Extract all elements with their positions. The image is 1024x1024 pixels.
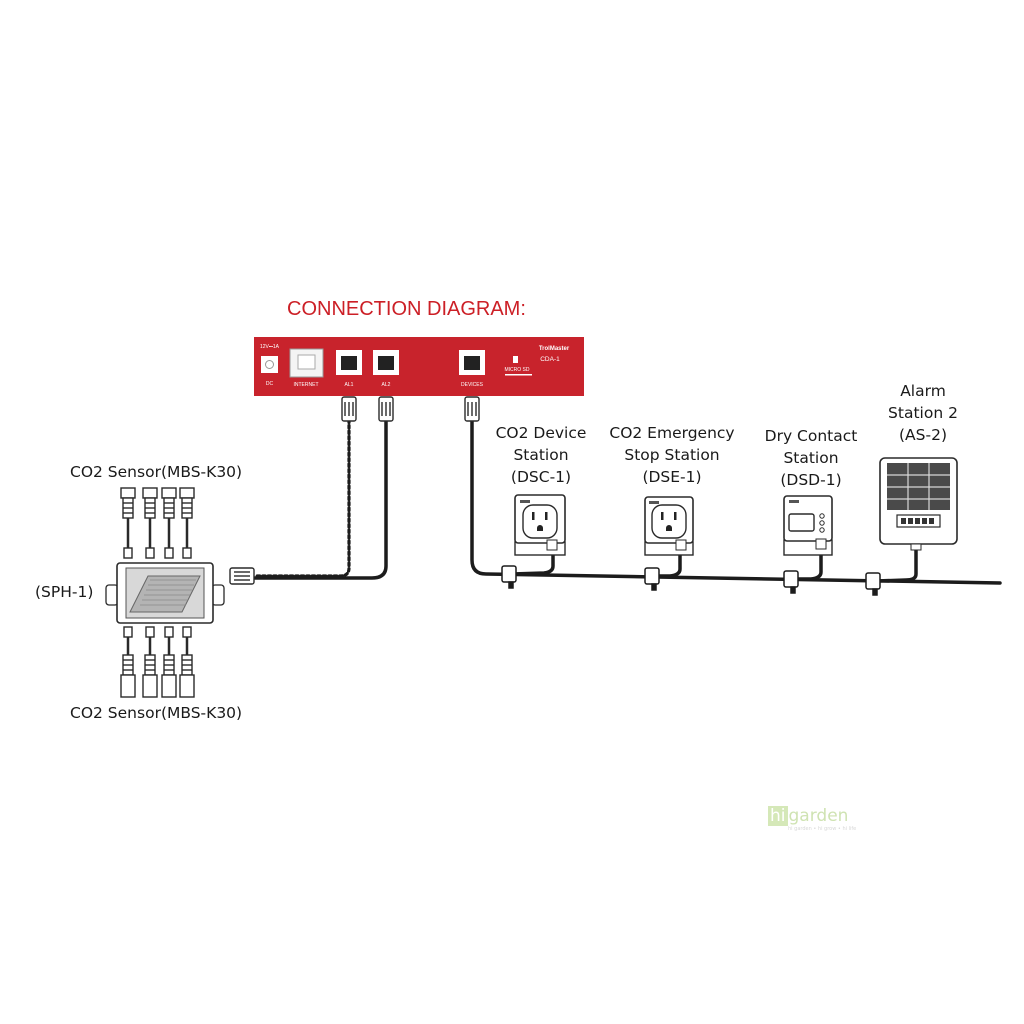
station-as-2-device <box>879 457 958 551</box>
cables <box>253 418 1002 585</box>
station-dsc-label: CO2 Device Station (DSC-1) <box>486 422 596 488</box>
station-as2-label: Alarm Station 2 (AS-2) <box>873 380 973 446</box>
devices-port-label: DEVICES <box>461 382 484 388</box>
bus-splitters <box>501 565 881 596</box>
controller-model: CDA-1 <box>540 356 560 363</box>
station-dsd-line2: Station <box>783 449 839 467</box>
station-dsc-line2: Station <box>513 446 569 464</box>
devices-plug <box>464 396 480 422</box>
top-sensors <box>120 487 195 559</box>
splitter-2 <box>644 567 660 585</box>
controller-cda-1: 12V⎓1A DC INTERNET AL1 AL2 DEVICES MICRO… <box>254 337 584 396</box>
al2-cable <box>253 418 388 580</box>
station-as2-line2: Station 2 <box>888 404 958 422</box>
devices-cable <box>470 418 1002 585</box>
dsc-drop <box>510 550 555 576</box>
station-as2-line3: (AS-2) <box>899 426 947 444</box>
watermark-prefix: hi <box>768 806 788 826</box>
station-dsc-line3: (DSC-1) <box>510 468 572 486</box>
dse-drop <box>653 550 682 578</box>
watermark-tagline: hi garden • hi grow • hi life <box>788 826 857 832</box>
station-dsc-1-device <box>514 494 566 556</box>
station-dse-line2: Stop Station <box>624 446 720 464</box>
station-dsc-line1: CO2 Device <box>495 424 587 442</box>
sensor-top-4 <box>179 487 195 559</box>
station-dse-line1: CO2 Emergency <box>609 424 735 442</box>
sensor-bottom-2 <box>142 626 158 698</box>
micro-sd-slot <box>513 356 518 363</box>
station-dsd-1-device <box>783 495 833 556</box>
hub-label: (SPH-1) <box>35 583 94 601</box>
al2-port-label: AL2 <box>382 382 391 388</box>
dc-port <box>261 356 278 373</box>
controller-brand: TrolMaster <box>539 346 570 352</box>
bottom-sensors <box>120 626 195 698</box>
al2-plug <box>378 396 394 422</box>
power-rating-label: 12V⎓1A <box>260 344 280 350</box>
sensor-bottom-3 <box>161 626 177 698</box>
station-dse-1-device <box>644 496 694 556</box>
micro-sd-label: MICRO SD <box>505 367 530 373</box>
station-dsd-line3: (DSD-1) <box>780 471 842 489</box>
sensor-top-1 <box>120 487 136 559</box>
sensor-hub-sph-1 <box>105 487 225 698</box>
hub-plug <box>229 567 255 585</box>
sensor-top-3 <box>161 487 177 559</box>
splitter-1 <box>501 565 517 583</box>
station-as2-line1: Alarm <box>900 382 946 400</box>
diagram-title: CONNECTION DIAGRAM: <box>287 298 526 320</box>
al1-port-label: AL1 <box>345 382 354 388</box>
dc-port-label: DC <box>266 381 274 387</box>
internet-port-label: INTERNET <box>294 382 319 388</box>
as2-drop <box>875 543 918 583</box>
sensor-bottom-label: CO2 Sensor(MBS-K30) <box>70 704 243 722</box>
sensor-top-2 <box>142 487 158 559</box>
station-dsd-line1: Dry Contact <box>764 427 858 445</box>
station-dse-line3: (DSE-1) <box>642 468 702 486</box>
splitter-4 <box>865 572 881 590</box>
station-dsd-label: Dry Contact Station (DSD-1) <box>756 425 866 491</box>
dsd-drop <box>791 550 823 581</box>
al1-plug <box>341 396 357 422</box>
watermark-suffix: garden <box>788 806 849 826</box>
rj-plugs <box>229 396 480 585</box>
sensor-bottom-1 <box>120 626 136 698</box>
splitter-3 <box>783 570 799 588</box>
al1-cable <box>253 418 351 578</box>
sensor-bottom-4 <box>179 626 195 698</box>
sensor-top-label: CO2 Sensor(MBS-K30) <box>70 463 243 481</box>
station-dse-label: CO2 Emergency Stop Station (DSE-1) <box>602 422 742 488</box>
